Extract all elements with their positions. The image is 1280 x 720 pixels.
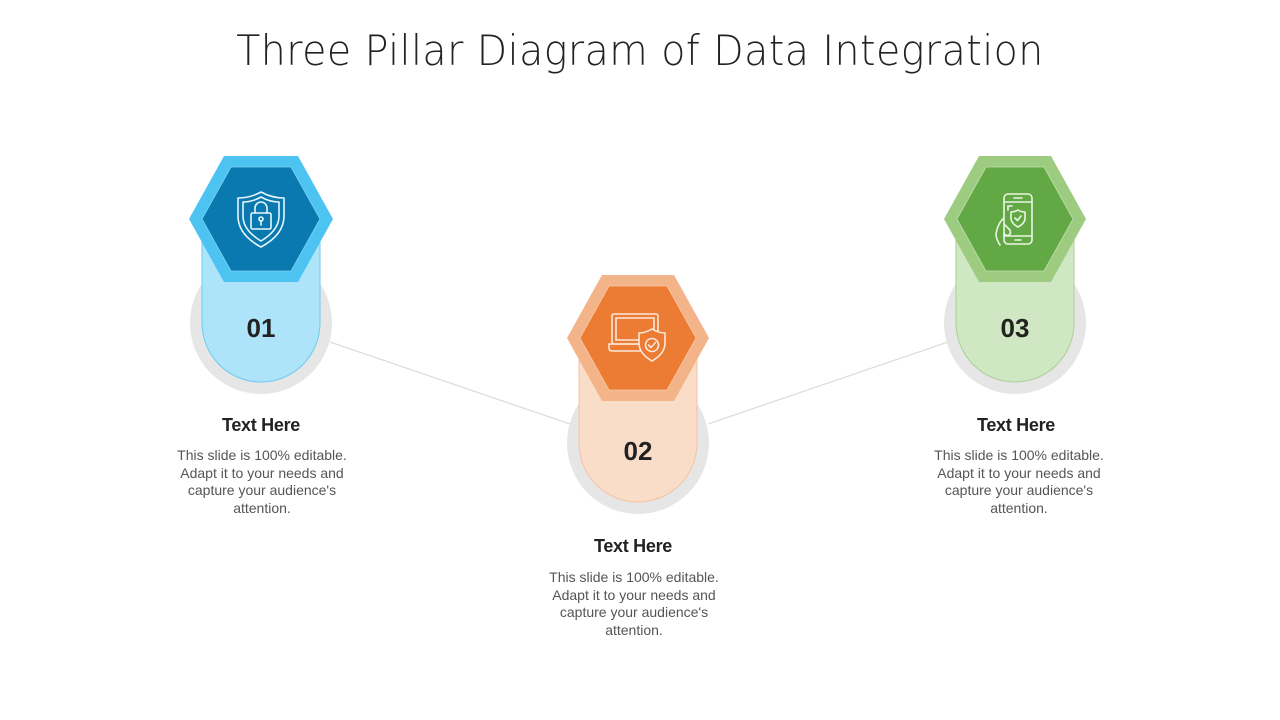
connector-line-2-3	[707, 341, 949, 425]
phone-hand-shield-icon	[995, 193, 1033, 246]
shield-lock-icon	[237, 191, 285, 248]
hexagon-inner	[579, 285, 697, 391]
pillar-3	[944, 156, 1086, 394]
hexagon-inner	[201, 166, 321, 272]
page-title: Three Pillar Diagram of Data Integration	[236, 26, 1044, 75]
connector-line-1-2	[329, 341, 571, 425]
pillar-2	[567, 275, 709, 514]
pillar-2-heading: Text Here	[593, 536, 672, 556]
laptop-shield-check-icon	[608, 313, 666, 362]
pillar-3-description: This slide is 100% editable. Adapt it to…	[934, 447, 1104, 516]
pillar-1-heading: Text Here	[221, 415, 300, 435]
pillar-1-description: This slide is 100% editable. Adapt it to…	[177, 447, 347, 516]
pillar-3-number: 03	[1000, 313, 1030, 343]
pillar-3-heading: Text Here	[976, 415, 1055, 435]
pillar-1-number: 01	[246, 313, 276, 343]
pillar-2-number: 02	[623, 436, 653, 466]
pillar-1	[189, 156, 333, 394]
pillar-2-description: This slide is 100% editable. Adapt it to…	[549, 569, 719, 638]
